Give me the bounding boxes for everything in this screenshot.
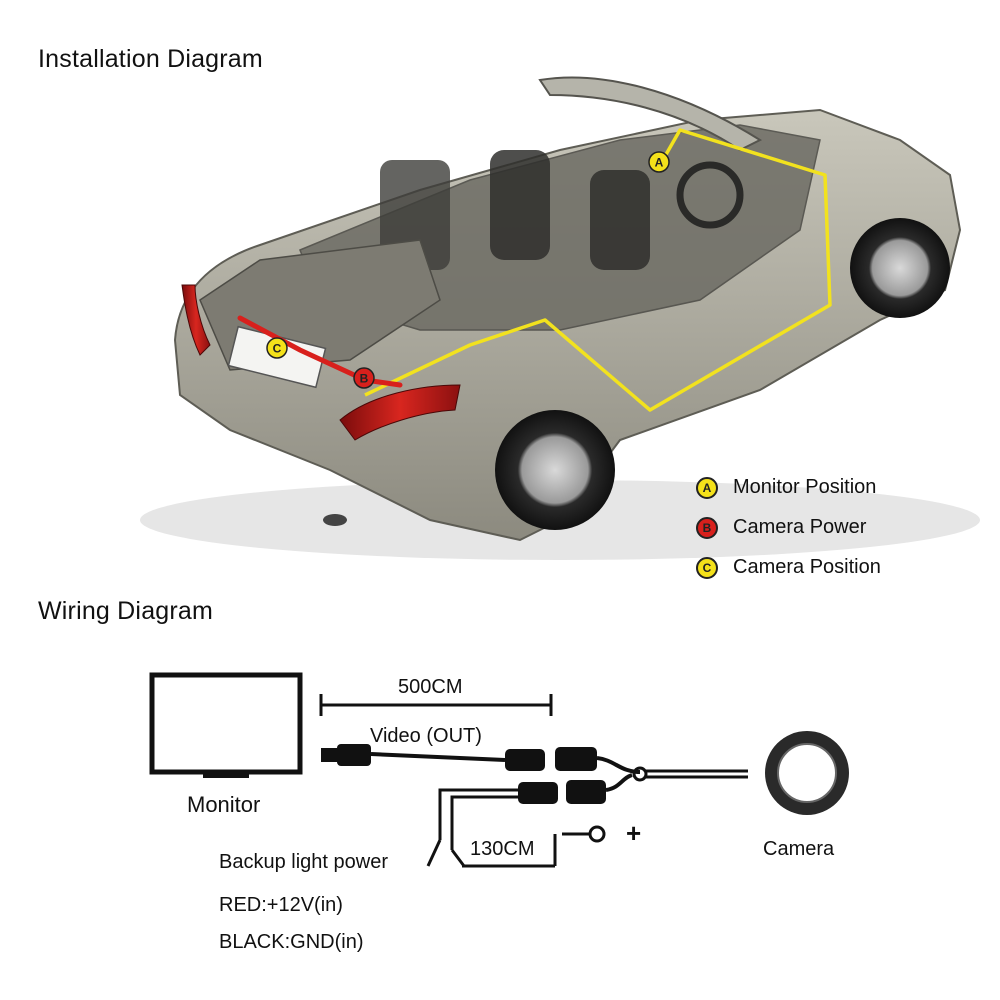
plus-sign: + — [626, 818, 642, 848]
rear-wheel — [495, 410, 615, 530]
wiring-diagram-title: Wiring Diagram — [38, 597, 214, 625]
tail-light-right — [339, 384, 461, 441]
red-wire-label: RED:+12V(in) — [219, 894, 343, 916]
black-wire-label: BLACK:GND(in) — [219, 931, 364, 953]
marker-b-letter: B — [360, 372, 369, 386]
exhaust — [323, 514, 347, 526]
legend-marker-c: C — [696, 556, 718, 579]
camera-icon — [765, 731, 849, 815]
legend-label: Camera Power — [733, 516, 867, 538]
installation-diagram-title: Installation Diagram — [38, 45, 263, 73]
legend-marker-b: B — [696, 516, 718, 539]
marker-c-letter: C — [273, 342, 282, 356]
length-power-label: 130CM — [470, 838, 535, 860]
monitor-icon — [149, 672, 303, 778]
legend-label: Camera Position — [733, 556, 881, 578]
video-cable — [321, 744, 641, 774]
video-out-label: Video (OUT) — [370, 725, 482, 747]
legend-label: Monitor Position — [733, 476, 877, 498]
backup-light-power-label: Backup light power — [219, 851, 388, 873]
junction-to-camera — [632, 766, 748, 782]
legend-item-monitor-position: A Monitor Position — [696, 476, 876, 499]
marker-a-letter: A — [655, 156, 664, 170]
front-seat-right — [590, 170, 650, 270]
legend-item-camera-power: B Camera Power — [696, 516, 866, 539]
power-wire-route — [237, 315, 403, 388]
front-seat-left — [490, 150, 550, 260]
legend-item-camera-position: C Camera Position — [696, 556, 881, 579]
windshield-frame — [538, 76, 763, 152]
monitor-wire-route — [364, 128, 832, 412]
camera-label: Camera — [763, 838, 835, 860]
plus-terminal — [562, 825, 606, 843]
monitor-label: Monitor — [187, 792, 261, 817]
car-illustration: A B C — [140, 76, 980, 560]
marker-a: A — [648, 151, 670, 173]
steering-wheel — [676, 161, 744, 229]
marker-c: C — [266, 337, 288, 359]
legend-marker-a: A — [696, 476, 718, 499]
length-main-label: 500CM — [398, 676, 463, 698]
tail-light-left — [181, 284, 211, 356]
marker-b: B — [353, 367, 375, 389]
front-wheel — [850, 218, 950, 318]
